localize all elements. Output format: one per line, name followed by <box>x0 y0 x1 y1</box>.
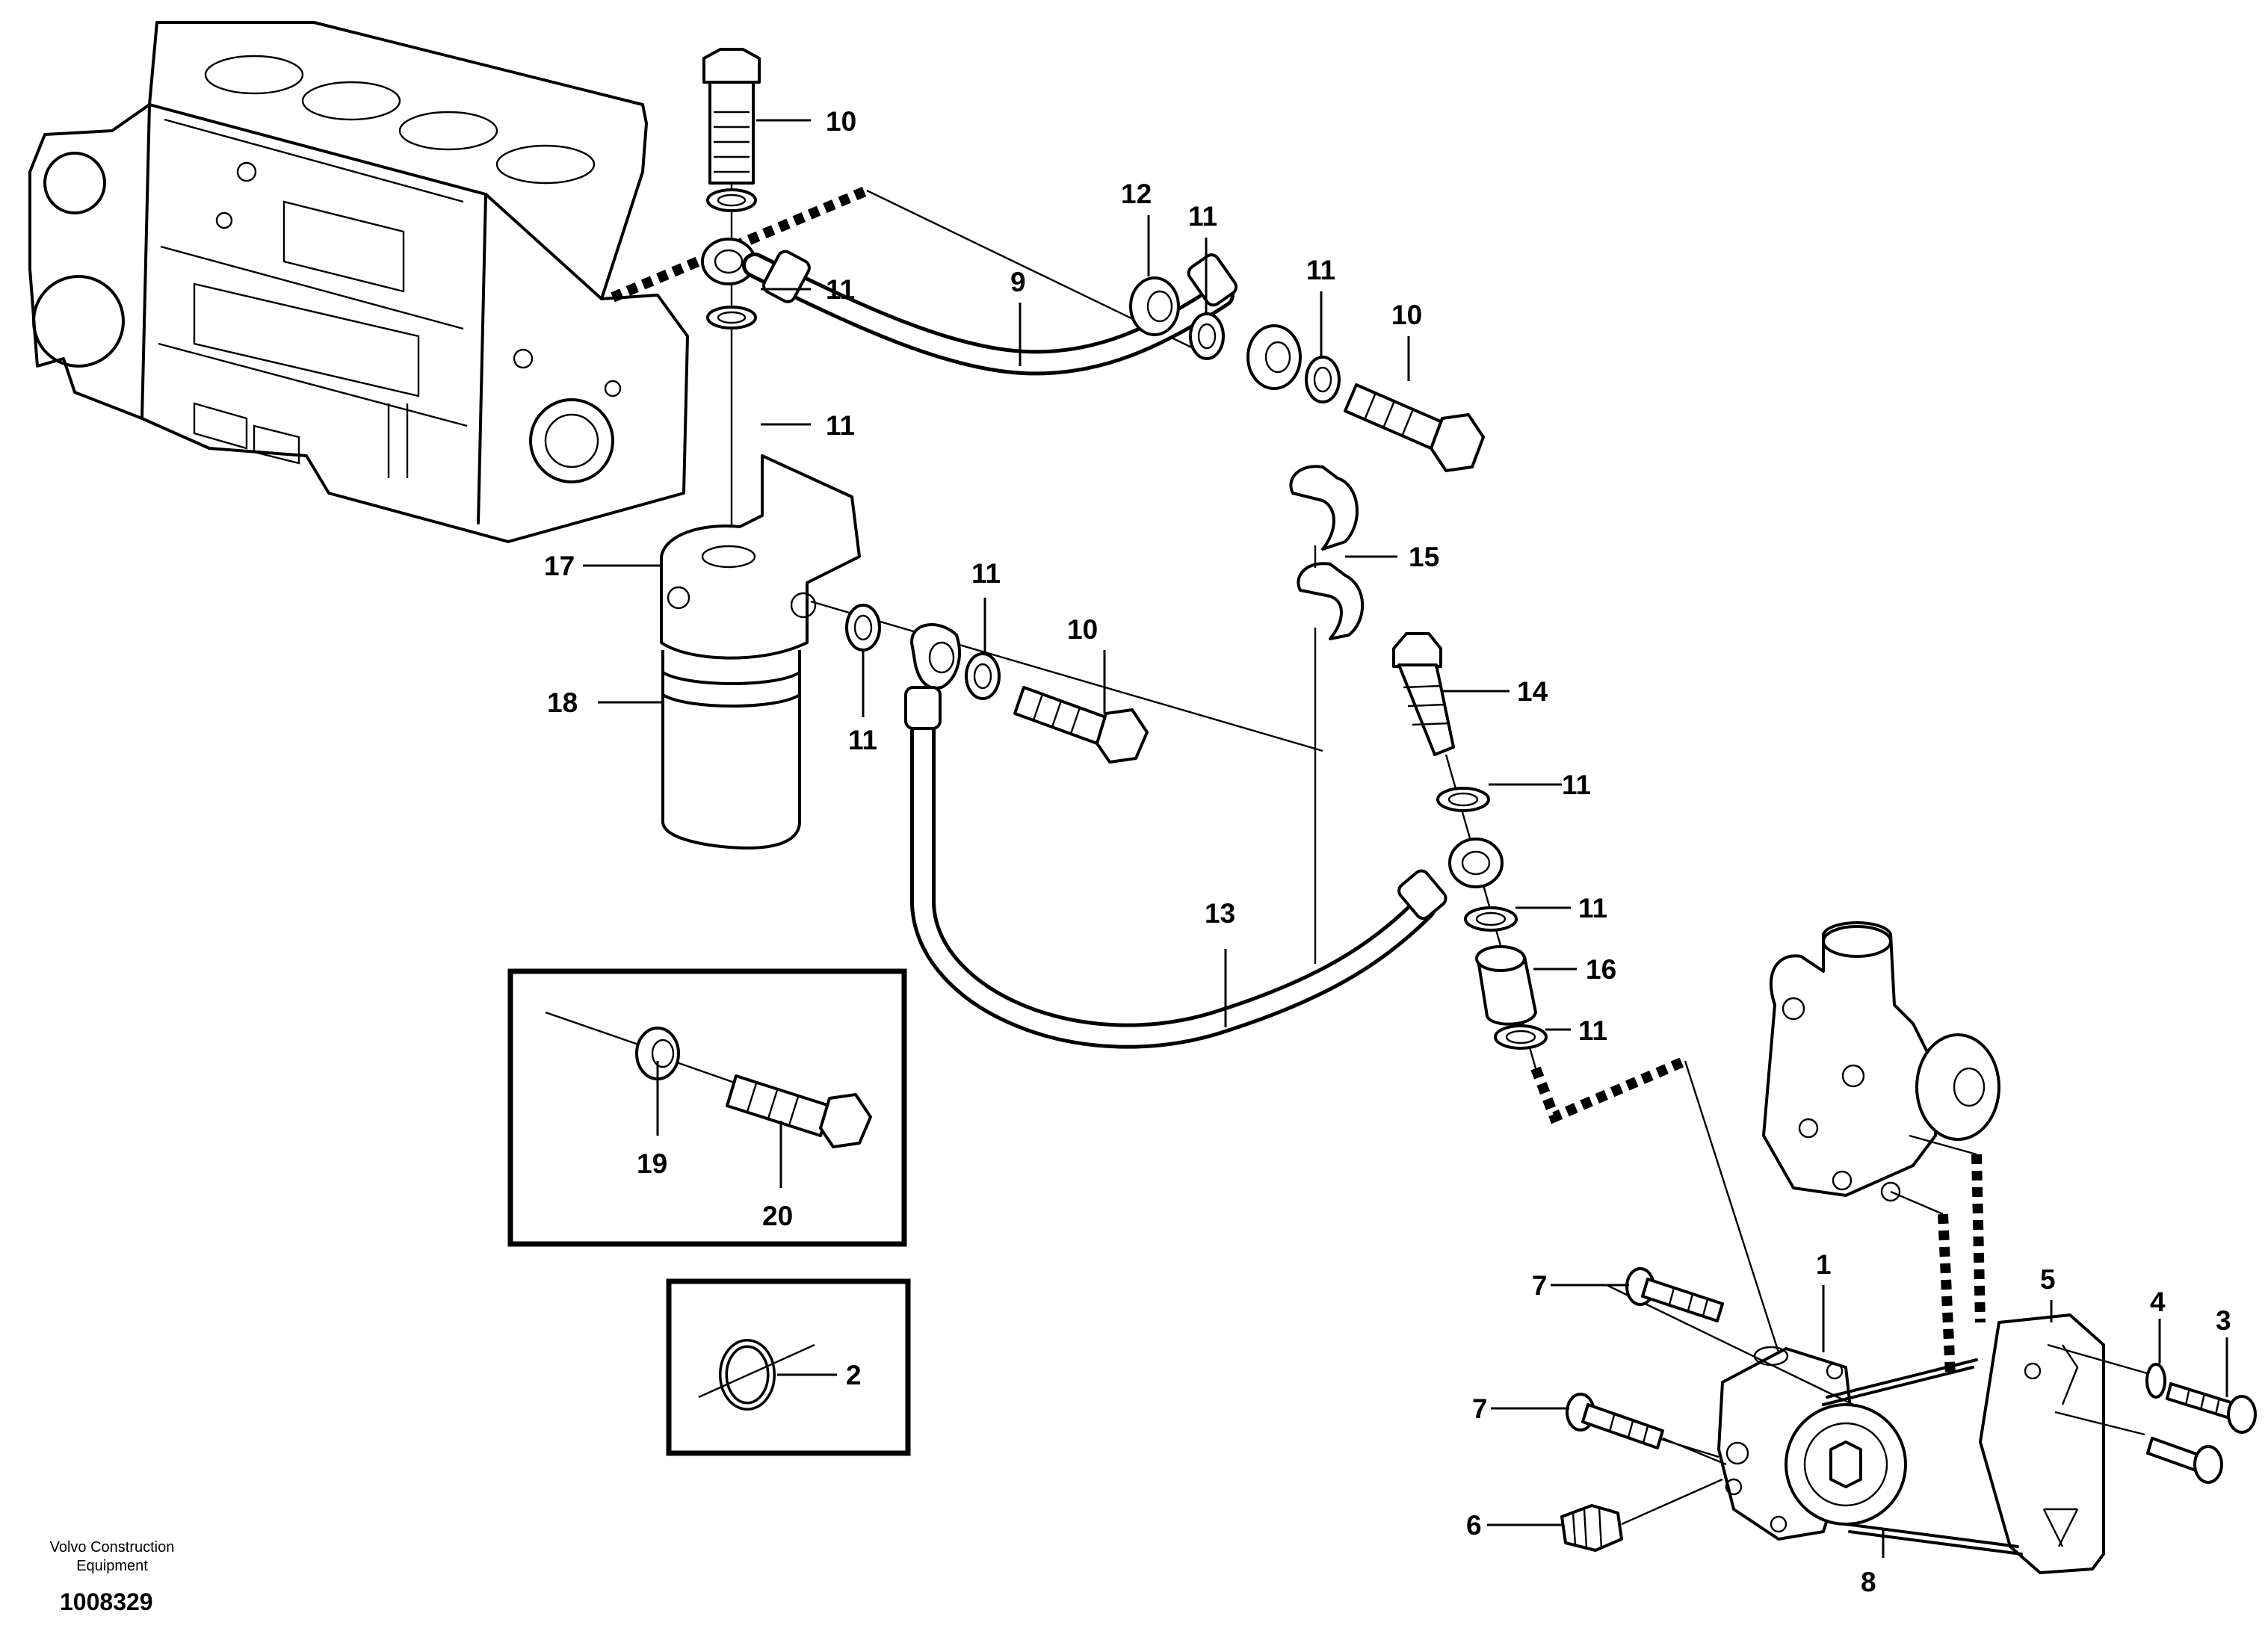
banjo-bolt-right <box>1344 383 1485 472</box>
callout-9: 9 <box>1010 267 1026 297</box>
callout-1: 1 <box>1816 1249 1832 1280</box>
inset-box-19-20 <box>507 968 907 1247</box>
callout-11-right-1: 11 <box>1188 201 1217 232</box>
banjo-fitting-mid <box>910 623 961 690</box>
banjo-bolt-top <box>702 48 761 185</box>
callout-5: 5 <box>2040 1264 2056 1295</box>
washer-top-2 <box>706 306 757 329</box>
oil-pipe-13 <box>904 686 1447 1049</box>
washer-right-lower-2 <box>1464 906 1518 932</box>
oil-filter-18 <box>661 650 801 850</box>
callout-17: 17 <box>544 551 575 581</box>
water-pump <box>1762 921 2000 1202</box>
sleeve-16 <box>1475 945 1537 1026</box>
callout-12: 12 <box>1121 179 1152 209</box>
banjo-bolt-mid <box>1013 686 1149 764</box>
bolt-3 <box>2166 1382 2257 1434</box>
callout-11-lower-1: 11 <box>1562 770 1591 800</box>
clamp-15 <box>1289 465 1365 640</box>
filter-head-17 <box>660 454 861 660</box>
connector-dashed-pump <box>1530 1056 1687 1124</box>
brand-line-2: Equipment <box>76 1558 148 1574</box>
washer-right-lower-3 <box>1494 1024 1548 1050</box>
callout-10-mid: 10 <box>1067 614 1098 645</box>
banjo-fitting-top <box>701 238 756 285</box>
callout-11-right-2: 11 <box>1306 255 1335 285</box>
washer-4 <box>2145 1363 2166 1399</box>
belt-8 <box>1822 1358 2023 1556</box>
sleeve-12 <box>1129 276 1180 336</box>
washer-mid-1 <box>845 604 881 652</box>
callout-14: 14 <box>1517 676 1548 707</box>
callout-13: 13 <box>1205 898 1235 929</box>
banjo-fitting-right <box>1246 324 1302 390</box>
washer-right-lower-1 <box>1436 787 1490 812</box>
drawing-number: 1008329 <box>60 1588 153 1615</box>
bolt-20 <box>726 1074 872 1148</box>
callout-8: 8 <box>1861 1567 1876 1597</box>
callout-11-top-2: 11 <box>826 410 855 441</box>
callout-18: 18 <box>547 687 578 718</box>
callout-10-right: 10 <box>1391 300 1422 330</box>
callout-20: 20 <box>762 1201 793 1231</box>
pulley <box>1785 1403 1907 1526</box>
callout-labels: 10 11 11 9 12 11 11 10 17 18 15 11 11 10… <box>544 106 2231 1597</box>
leader-lines <box>583 119 2228 1558</box>
footer-brand: Volvo Construction Equipment 1008329 <box>50 1539 175 1615</box>
fitting-6 <box>1560 1504 1623 1552</box>
callout-6: 6 <box>1466 1510 1482 1541</box>
callout-4: 4 <box>2150 1287 2166 1317</box>
engine-block <box>28 21 689 543</box>
bolt-bracket-lower <box>2146 1437 2223 1484</box>
banjo-bolt-14 <box>1392 632 1455 756</box>
inset-box-2 <box>666 1278 911 1456</box>
connector-dashed-bracket-1 <box>1971 1154 1986 1323</box>
brand-line-1: Volvo Construction <box>50 1539 175 1556</box>
washer-right-2 <box>1305 356 1341 403</box>
banjo-fitting-lower-right <box>1448 838 1504 888</box>
bolt-7-upper <box>1625 1267 1724 1322</box>
bracket-5 <box>1979 1313 2105 1574</box>
callout-11-lower-2: 11 <box>1578 893 1607 923</box>
callout-15: 15 <box>1409 542 1439 572</box>
washer-mid-2 <box>965 652 1001 700</box>
callout-10-top: 10 <box>826 106 856 137</box>
callout-7-upper: 7 <box>1532 1270 1548 1301</box>
callout-3: 3 <box>2216 1305 2231 1336</box>
callout-2: 2 <box>846 1360 862 1390</box>
callout-11-top-1: 11 <box>826 274 855 305</box>
bolt-7-lower <box>1566 1393 1664 1449</box>
callout-11-lower-3: 11 <box>1578 1015 1607 1046</box>
washer-right-1 <box>1189 312 1225 360</box>
callout-19: 19 <box>637 1148 667 1179</box>
washer-top-1 <box>706 188 757 212</box>
callout-11-mid-1: 11 <box>848 725 877 755</box>
connector-dashed-bracket-2 <box>1938 1213 1956 1375</box>
seal-ring-2 <box>719 1339 776 1411</box>
callout-11-mid-2: 11 <box>971 558 1001 589</box>
callout-16: 16 <box>1586 954 1616 985</box>
callout-7-lower: 7 <box>1472 1393 1488 1424</box>
